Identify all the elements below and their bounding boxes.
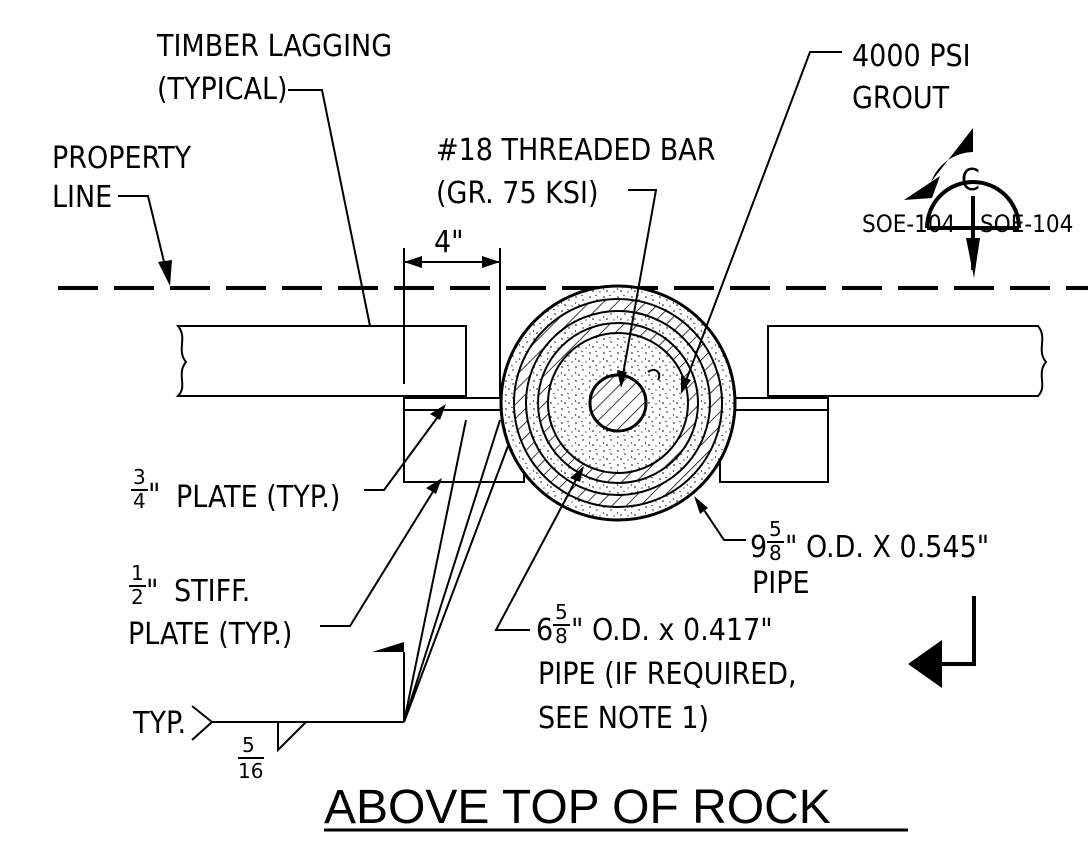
weld-size-num: 5 [242, 733, 255, 757]
timber-lagging-right [767, 325, 1048, 397]
dimension-4in: 4" [403, 225, 501, 398]
outer-pipe-num: 5 [769, 517, 782, 541]
weld-symbol: TYP. 5 16 [132, 419, 509, 783]
title-text: ABOVE TOP OF ROCK [324, 781, 831, 834]
inner-pipe-line2: PIPE (IF REQUIRED, [538, 657, 797, 692]
outer-pipe-whole: 9 [750, 530, 767, 565]
inner-pipe-callout: 6 5 8 " O.D. x 0.417" PIPE (IF REQUIRED,… [494, 466, 797, 736]
grout-callout: 4000 PSI GROUT [681, 39, 971, 394]
stiff-plate-line2: PLATE (TYP.) [128, 617, 292, 652]
grout-line1: 4000 PSI [852, 39, 971, 74]
threaded-bar-line2: (GR. 75 KSI) [436, 176, 599, 211]
section-right-ref: SOE-104 [980, 210, 1073, 238]
plate-frac-num: 3 [133, 465, 146, 489]
property-line-callout: PROPERTY LINE [52, 141, 192, 286]
weld-flag-icon [372, 642, 404, 652]
inner-pipe-whole: 6 [536, 613, 553, 648]
outer-pipe-rest: " O.D. X 0.545" [785, 530, 989, 565]
inner-pipe-num: 5 [555, 600, 568, 624]
stiff-frac-num: 1 [131, 561, 144, 585]
weld-typ: TYP. [132, 706, 186, 741]
outer-pipe-den: 8 [769, 541, 782, 565]
outer-pipe-line2: PIPE [752, 566, 810, 601]
weld-size-den: 16 [238, 759, 263, 783]
timber-lagging-left [175, 325, 467, 397]
plate-callout: 3 4 " PLATE (TYP.) [131, 404, 446, 515]
inner-pipe-line3: SEE NOTE 1) [538, 701, 709, 736]
direction-arrow-icon [908, 596, 976, 688]
pipe-assembly [499, 284, 737, 522]
threaded-bar-callout: #18 THREADED BAR (GR. 75 KSI) [436, 133, 715, 388]
outer-pipe-callout: 9 5 8 " O.D. X 0.545" PIPE [694, 496, 989, 601]
inner-pipe-rest: " O.D. x 0.417" [571, 613, 773, 648]
grout-line2: GROUT [852, 81, 950, 116]
stiff-plate-line1: STIFF. [174, 574, 250, 609]
section-left-ref: SOE-104 [862, 210, 955, 238]
section-marker-icon: C SOE-104 SOE-104 [862, 128, 1073, 278]
timber-lagging-line1: TIMBER LAGGING [156, 29, 392, 64]
plate-label: PLATE (TYP.) [176, 480, 340, 515]
drawing-title: ABOVE TOP OF ROCK [324, 781, 908, 834]
timber-lagging-line2: (TYPICAL) [157, 72, 288, 107]
plate-frac-den: 4 [133, 489, 146, 513]
plate-frac-unit: " [148, 478, 160, 513]
section-letter: C [961, 163, 980, 198]
dimension-text: 4" [434, 225, 464, 260]
property-line-line2: LINE [52, 180, 112, 215]
threaded-bar-line1: #18 THREADED BAR [436, 133, 715, 168]
timber-lagging-callout: TIMBER LAGGING (TYPICAL) [156, 29, 392, 327]
stiff-frac-den: 2 [131, 585, 144, 609]
inner-pipe-den: 8 [555, 624, 568, 648]
stiff-plate-callout: 1 2 " STIFF. PLATE (TYP.) [128, 478, 442, 652]
stiff-frac-unit: " [146, 574, 158, 609]
property-line-line1: PROPERTY [52, 141, 192, 176]
